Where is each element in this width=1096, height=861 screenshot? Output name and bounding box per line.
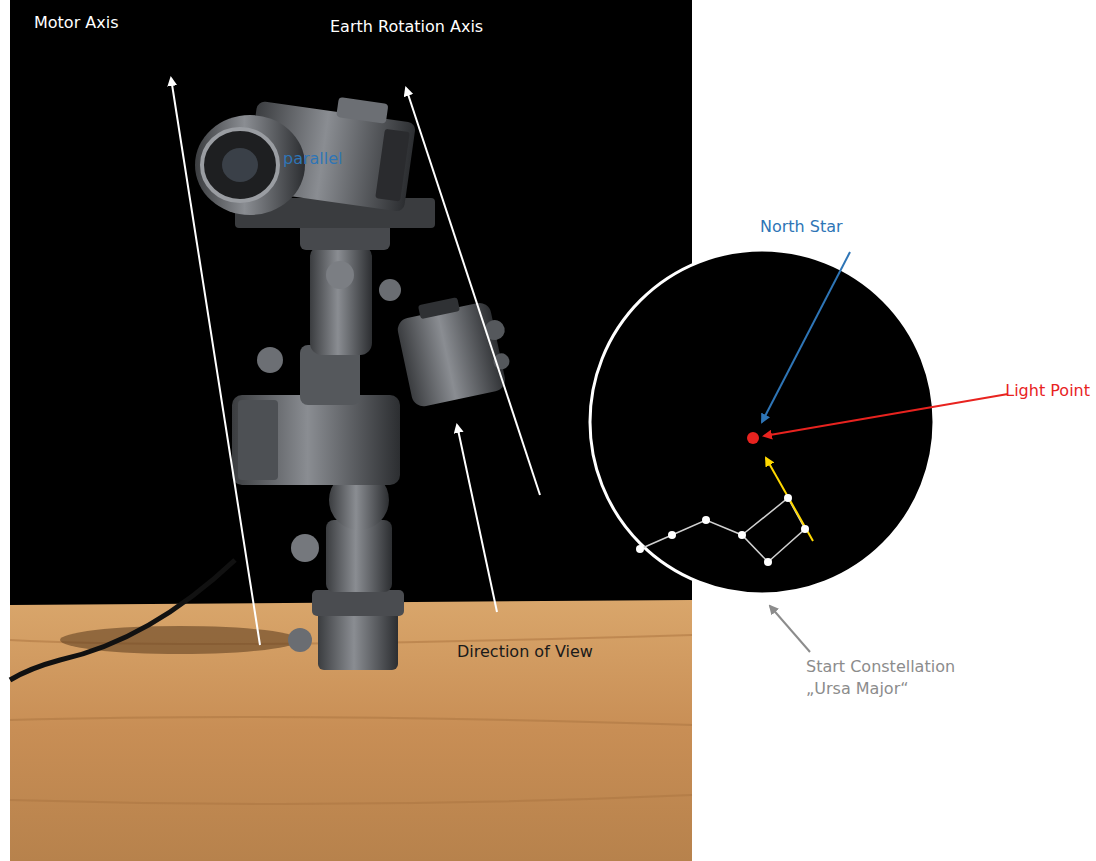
light-point-label: Light Point xyxy=(1005,380,1090,402)
parallel-note: parallel xyxy=(283,148,343,170)
axis-label: Earth Rotation Axis xyxy=(330,16,483,38)
view-label: Direction of View xyxy=(457,641,593,663)
constellation-label: Start Constellation „Ursa Major“ xyxy=(806,656,984,699)
axis-label: Motor Axis xyxy=(34,12,119,34)
star-label: North Star xyxy=(760,216,843,238)
